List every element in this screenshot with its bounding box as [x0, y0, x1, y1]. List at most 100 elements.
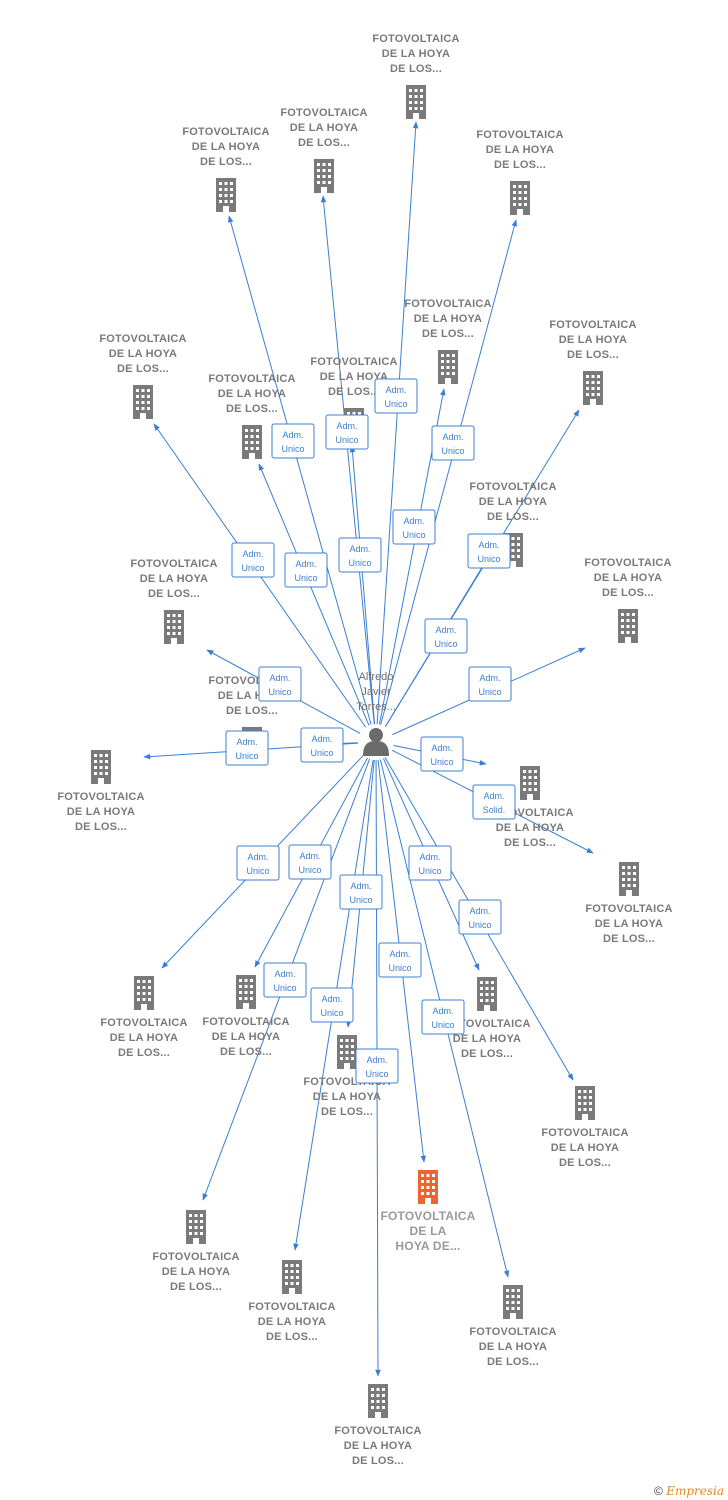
role-text: Unico — [281, 444, 304, 454]
role-text: Unico — [273, 983, 296, 993]
company-node-c3[interactable]: FOTOVOLTAICA DE LA HOYA DE LOS... — [182, 126, 269, 212]
role-text: Adm. — [282, 430, 303, 440]
company-label-line: DE LA HOYA — [192, 141, 260, 153]
building-icon — [503, 1285, 523, 1319]
company-label-line: FOTOVOLTAICA — [100, 1017, 187, 1029]
role-box-c10[interactable]: Adm.Unico — [424, 618, 468, 654]
role-box-c4[interactable]: Adm.Unico — [431, 425, 475, 461]
company-label-line: DE LA HOYA — [290, 122, 358, 134]
role-text: Unico — [235, 751, 258, 761]
role-text: Adm. — [366, 1055, 387, 1065]
building-icon — [282, 1260, 302, 1294]
building-icon — [406, 85, 426, 119]
role-box-c23[interactable]: Adm.Unico — [310, 987, 354, 1023]
person-name-line: Javier — [361, 686, 391, 698]
edge-c4 — [380, 219, 518, 725]
building-icon — [164, 610, 184, 644]
role-text: Adm. — [274, 969, 295, 979]
company-label-line: DE LA HOYA — [594, 572, 662, 584]
role-box-c16[interactable]: Adm.Solid. — [472, 784, 516, 820]
role-text: Adm. — [321, 994, 342, 1004]
company-label-line: DE LOS... — [504, 837, 556, 849]
role-box-c17[interactable]: Adm.Unico — [236, 845, 280, 881]
role-text: Unico — [434, 639, 457, 649]
company-label-line: DE LOS... — [75, 821, 127, 833]
role-box-c8[interactable]: Adm.Unico — [284, 552, 328, 588]
role-text: Adm. — [242, 549, 263, 559]
role-box-c1[interactable]: Adm.Unico — [374, 378, 418, 414]
company-label-line: FOTOVOLTAICA — [469, 481, 556, 493]
role-box-c6[interactable]: Adm.Unico — [467, 533, 511, 569]
company-label-line: DE LA HOYA — [382, 48, 450, 60]
company-label-line: DE LA HOYA — [140, 573, 208, 585]
role-box-c20[interactable]: Adm.Unico — [339, 874, 383, 910]
company-label-line: DE LOS... — [487, 1356, 539, 1368]
company-label-line: FOTOVOLTAICA — [202, 1016, 289, 1028]
role-text: Unico — [430, 757, 453, 767]
building-icon — [236, 975, 256, 1009]
role-box-c25[interactable]: Adm.Unico — [421, 999, 465, 1035]
role-text: Adm. — [236, 737, 257, 747]
role-box-c9[interactable]: Adm.Unico — [338, 537, 382, 573]
edge-c1 — [376, 121, 419, 725]
role-box-c24[interactable]: Adm.Unico — [378, 942, 422, 978]
role-box-c3[interactable]: Adm. Unico — [271, 423, 315, 459]
building-icon — [186, 1210, 206, 1244]
role-box-c26[interactable]: Adm.Unico — [355, 1048, 399, 1084]
building-icon — [337, 1035, 357, 1069]
role-box-c2[interactable]: Adm.Unico — [325, 414, 369, 450]
role-text: Adm. — [349, 544, 370, 554]
company-label-line: FOTOVOLTAICA — [334, 1425, 421, 1437]
company-label-line: DE LA HOYA — [110, 1032, 178, 1044]
company-label-line: DE LOS... — [200, 156, 252, 168]
company-label-line: DE LA — [410, 1224, 447, 1238]
role-text: Unico — [418, 866, 441, 876]
role-box-c18[interactable]: Adm.Unico — [288, 844, 332, 880]
person-name-line: Alfredo — [359, 671, 394, 683]
role-box-c13[interactable]: Adm.Unico — [300, 727, 344, 763]
role-box-c7[interactable]: Adm.Unico — [231, 542, 275, 578]
role-box-c22[interactable]: Adm. Unico — [263, 962, 307, 998]
role-box-c5[interactable]: Adm.Unico — [392, 509, 436, 545]
role-box-c21[interactable]: Adm.Unico — [458, 899, 502, 935]
company-label-line: DE LOS... — [603, 933, 655, 945]
company-label-line: DE LOS... — [328, 386, 380, 398]
role-box-c19[interactable]: Adm.Unico — [408, 845, 452, 881]
role-box-c12[interactable]: Adm.Unico — [468, 666, 512, 702]
company-label-line: DE LOS... — [390, 63, 442, 75]
role-box-c15[interactable]: Adm.Unico — [420, 736, 464, 772]
role-box-c14[interactable]: Adm. Unico — [225, 730, 269, 766]
center-person-node[interactable]: AlfredoJavierTorres... — [356, 671, 396, 756]
company-label-line: FOTOVOLTAICA — [182, 126, 269, 138]
role-box-c11[interactable]: Adm.Unico — [258, 666, 302, 702]
brand-logo-text[interactable]: Empresia — [666, 1484, 724, 1498]
company-label-line: DE LA HOYA — [212, 1031, 280, 1043]
company-label-line: FOTOVOLTAICA — [130, 558, 217, 570]
role-text: Unico — [441, 446, 464, 456]
role-text: Adm. — [389, 949, 410, 959]
